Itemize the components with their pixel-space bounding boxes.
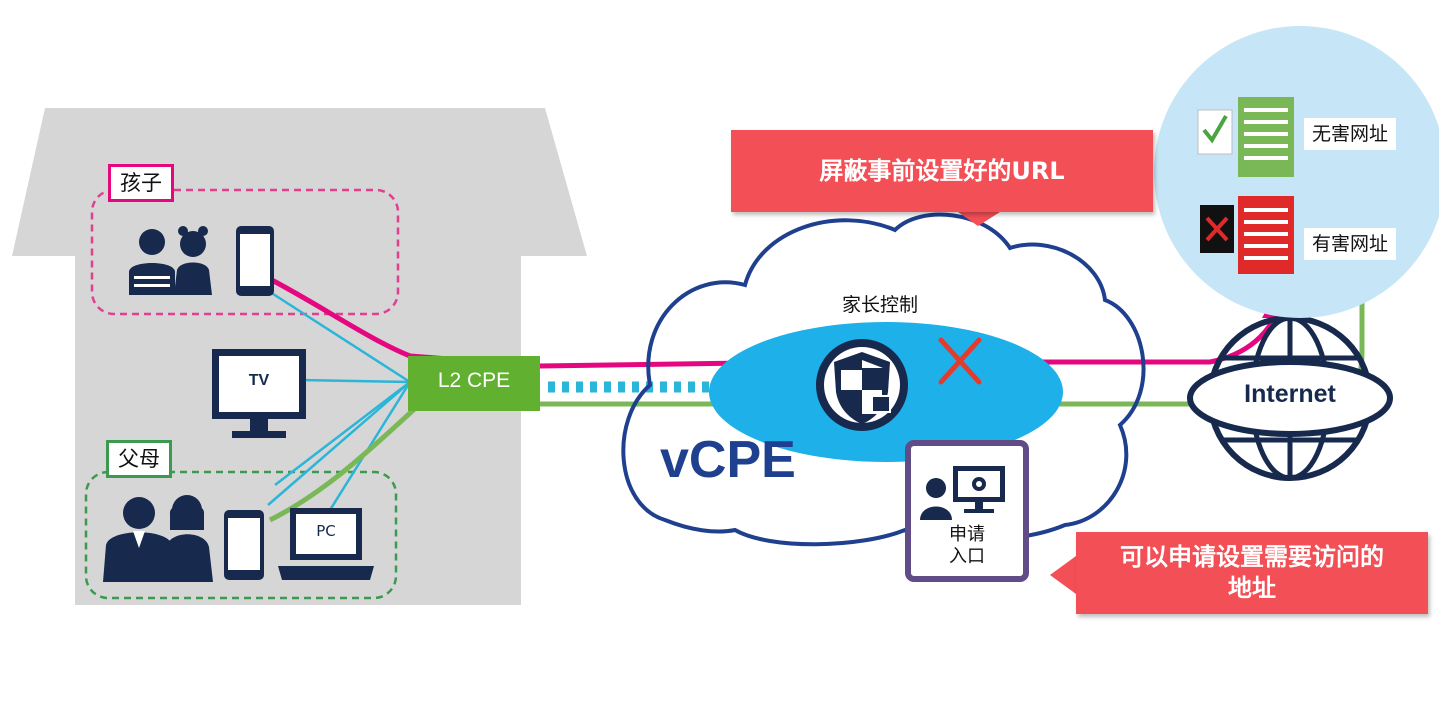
- monitor-gear-icon: [953, 466, 1005, 513]
- harmful-site-label: 有害网址: [1304, 228, 1397, 260]
- parent-woman-icon: [162, 495, 213, 582]
- check-doc-icon: [1197, 109, 1233, 155]
- internet-globe-icon: [1187, 315, 1393, 481]
- safe-site-label: 无害网址: [1304, 118, 1397, 150]
- tv-icon: [212, 349, 306, 438]
- parent-group-box: [84, 470, 398, 600]
- operator-icon: [920, 478, 952, 520]
- vcpe-label: vCPE: [660, 431, 796, 489]
- parent-man-icon: [103, 497, 175, 582]
- device-links: [267, 290, 412, 511]
- cross-doc-icon: [1200, 205, 1234, 253]
- pc-icon: [278, 508, 374, 580]
- child-phone-icon: [236, 226, 274, 296]
- request-portal-label: 申请 入口: [949, 524, 985, 567]
- child-girl-icon: [174, 226, 212, 295]
- internet-sites-bubble: [1154, 26, 1439, 318]
- internet-label: Internet: [1244, 380, 1336, 408]
- parent-phone-icon: [224, 510, 264, 580]
- cpe-label: L2 CPE: [437, 369, 511, 392]
- request-callout-pointer: [1050, 556, 1076, 594]
- parent-group-label: 父母: [106, 440, 172, 478]
- request-access-callout: 可以申请设置需要访问的 地址: [1076, 532, 1428, 614]
- tv-label: TV: [248, 372, 270, 389]
- safe-server-icon: [1238, 97, 1294, 177]
- pc-label: PC: [316, 522, 336, 540]
- block-x-icon: [938, 337, 982, 385]
- child-group-box: [90, 188, 400, 316]
- block-url-callout: 屏蔽事前设置好的URL: [731, 130, 1153, 212]
- parental-control-label: 家长控制: [842, 294, 919, 316]
- harmful-server-icon: [1238, 196, 1294, 274]
- shield-lock-icon: [816, 339, 908, 431]
- child-boy-icon: [129, 229, 175, 295]
- vcpe-cloud: [621, 212, 1146, 547]
- cpe-box: [408, 356, 540, 411]
- block-callout-pointer: [958, 212, 1000, 226]
- child-group-label: 孩子: [108, 164, 174, 202]
